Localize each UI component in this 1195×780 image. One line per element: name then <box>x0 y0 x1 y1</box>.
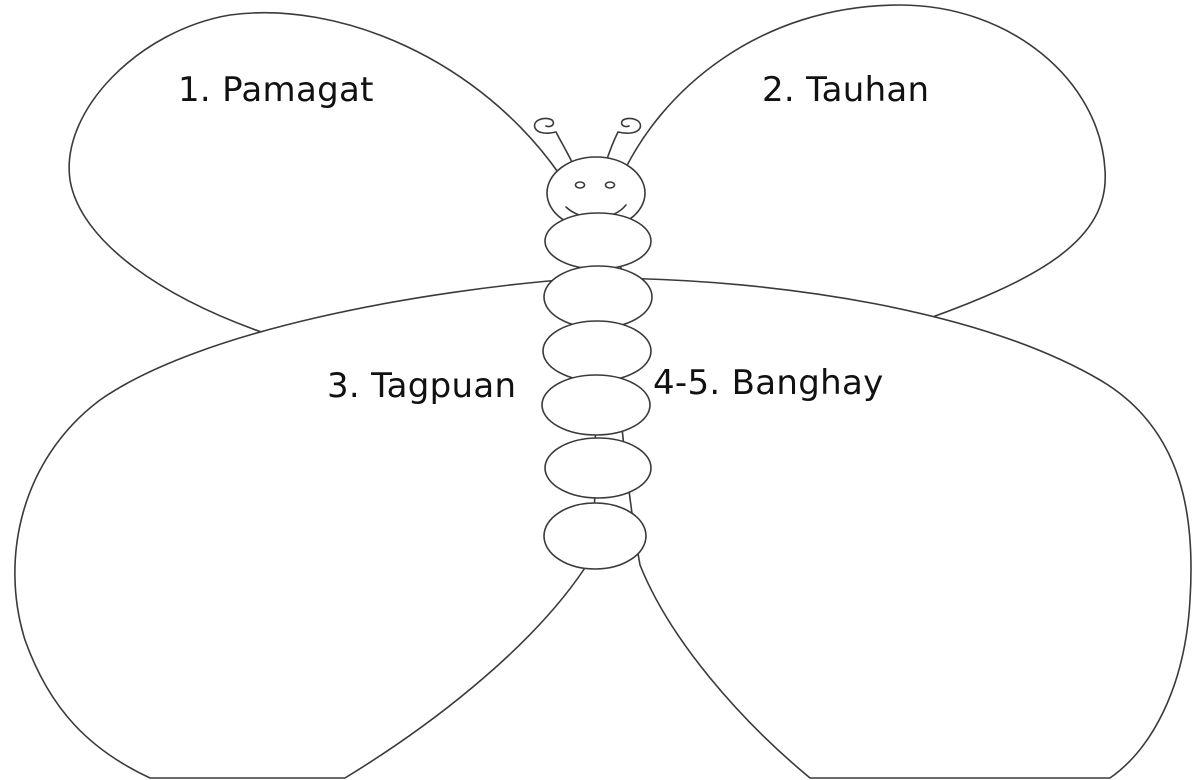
body-segment-4 <box>542 375 650 435</box>
body-segment-2 <box>544 266 652 328</box>
upper-right-wing <box>615 5 1106 325</box>
body-segment-1 <box>545 213 651 269</box>
body-segment-3 <box>543 321 651 381</box>
lower-right-wing <box>610 278 1191 778</box>
label-plot: 4-5. Banghay <box>653 363 884 403</box>
label-setting: 3. Tagpuan <box>327 366 516 406</box>
body-segment-5 <box>545 438 651 498</box>
label-title: 1. Pamagat <box>178 70 374 110</box>
body-segment-6 <box>544 503 646 569</box>
label-characters: 2. Tauhan <box>762 70 929 110</box>
lower-left-wing <box>15 278 596 778</box>
